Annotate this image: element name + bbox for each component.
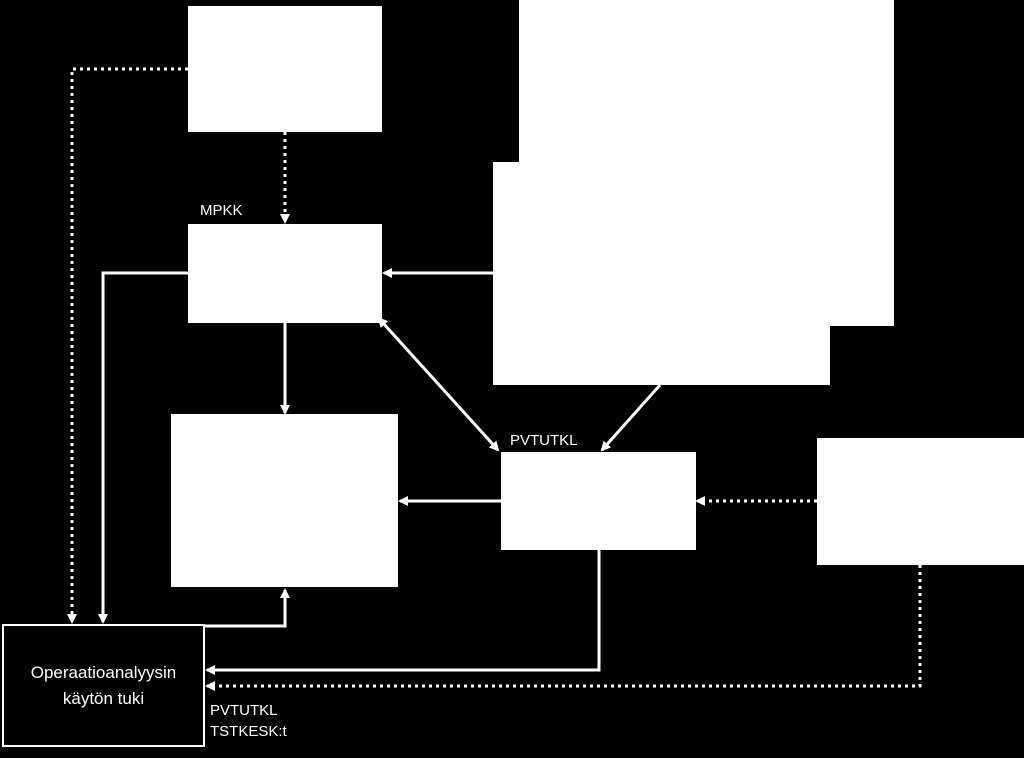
tstkesk-label: TSTKESK:t — [210, 723, 287, 740]
connector-right-to-pvtutkl — [600, 384, 662, 452]
oa-label-line1: Operaatioanalyysin — [30, 663, 177, 682]
pvtutkl-bottom-label: PVTUTKL — [210, 702, 278, 719]
top-box — [188, 6, 382, 132]
oa-box-label: Operaatioanalyysin käytön tuki — [2, 660, 205, 712]
right-cluster-front-box — [493, 162, 830, 385]
dotted-connector-farright-to-oa — [205, 565, 922, 691]
connector-mpkk-pvtutkl — [377, 317, 500, 452]
oa-box — [2, 624, 205, 747]
pvtutkl-center-label: PVTUTKL — [510, 432, 578, 449]
oa-label-line2: käytön tuki — [62, 689, 145, 708]
mpkk-box — [188, 224, 382, 323]
connector-oa-to-center — [205, 588, 290, 628]
connector-pvtutkl-to-oa — [205, 550, 601, 675]
far-right-box — [817, 438, 1024, 565]
mpkk-label: MPKK — [200, 202, 243, 219]
connector-mpkk-to-oa — [98, 271, 188, 624]
center-box — [171, 414, 398, 587]
pvtutkl-box — [501, 452, 696, 550]
dotted-connector-top-to-oa — [67, 67, 188, 624]
